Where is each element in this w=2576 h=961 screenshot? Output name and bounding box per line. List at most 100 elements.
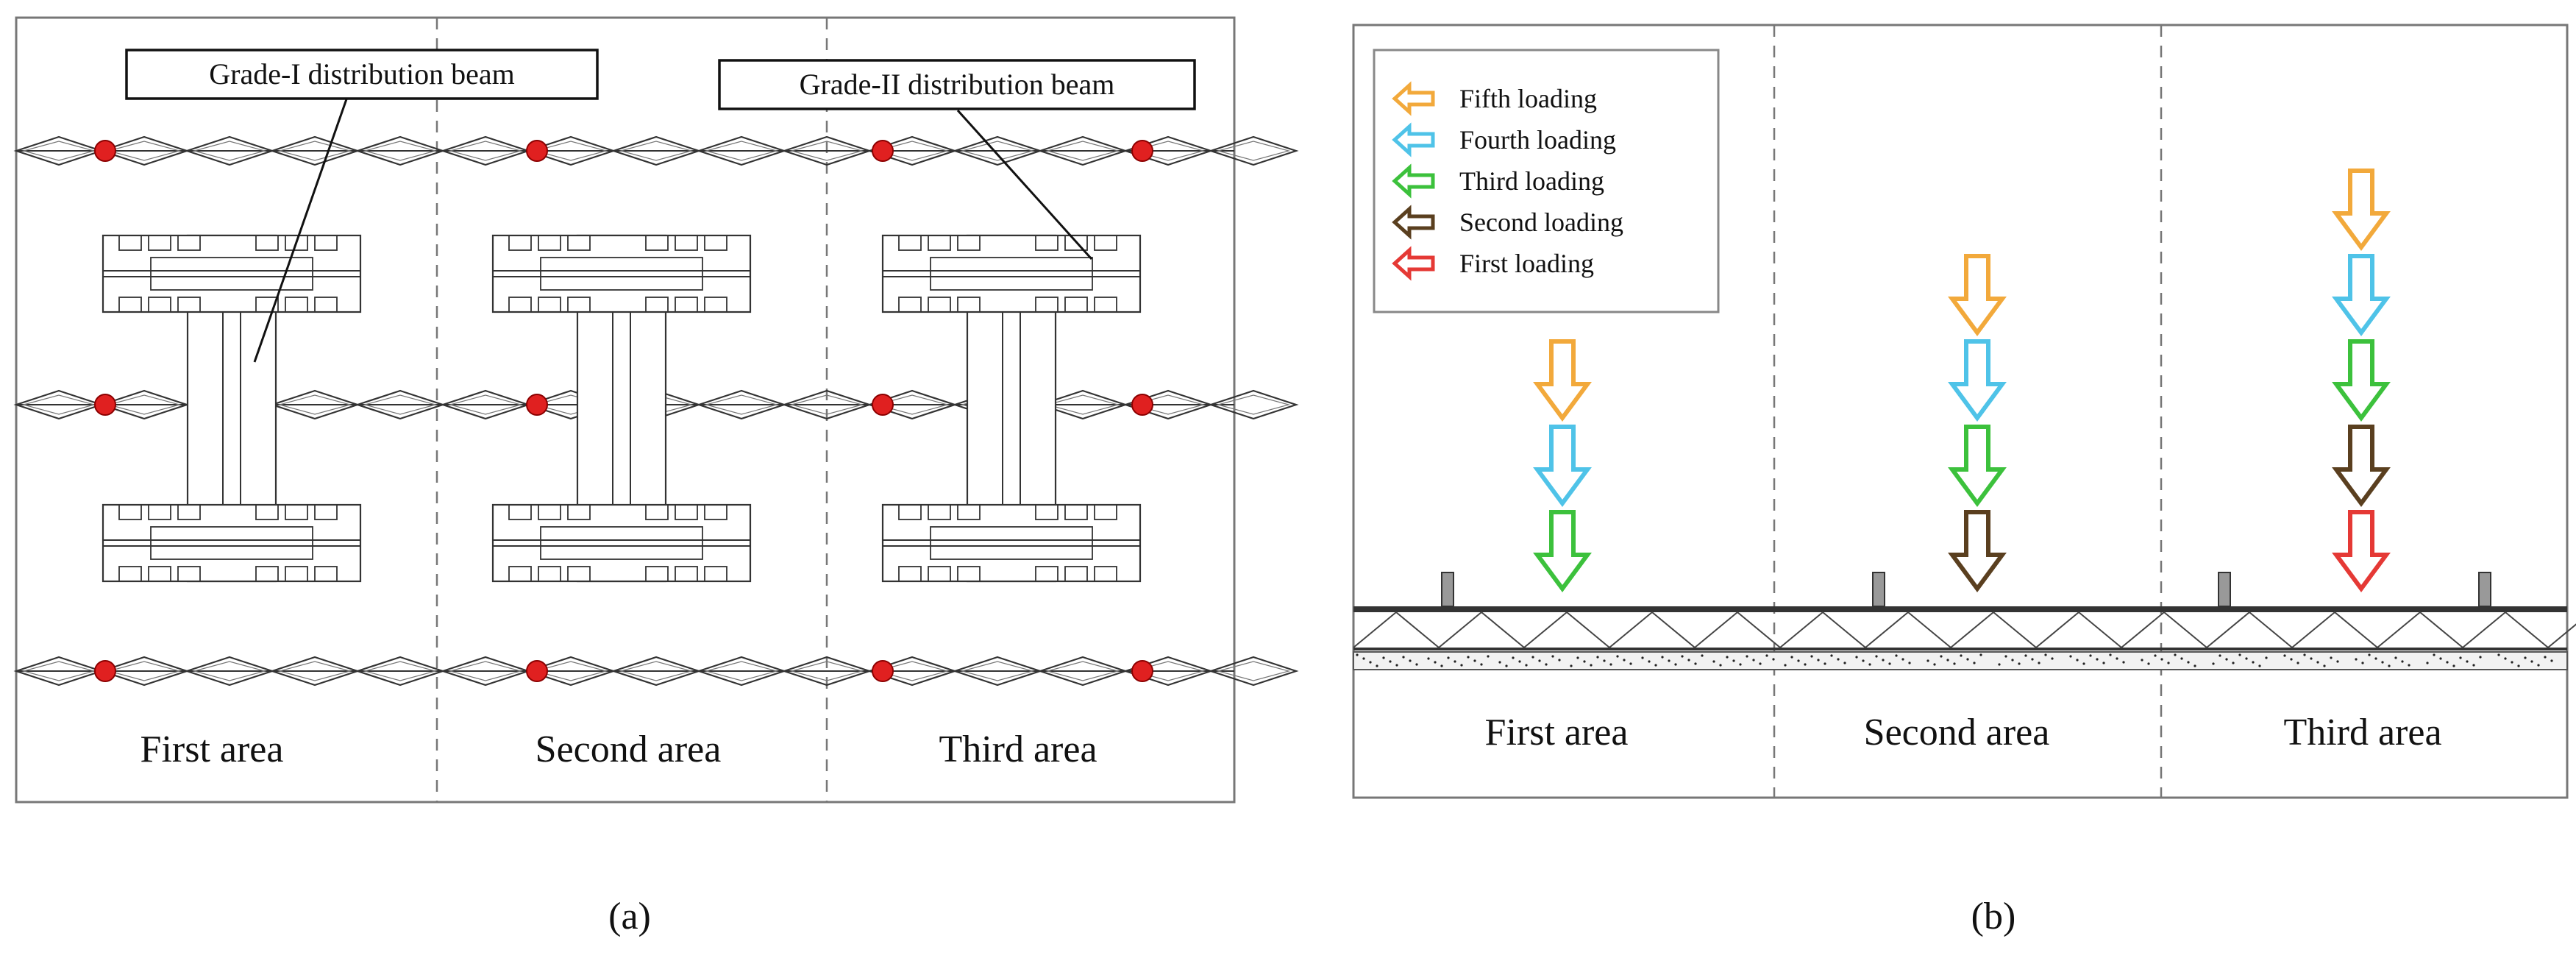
distribution-beam-assembly	[881, 234, 1142, 583]
support-node	[1131, 394, 1153, 416]
truss-diamond	[1208, 135, 1299, 166]
truss-deck	[1353, 572, 2576, 670]
panel-a-area-label-2: Second area	[536, 728, 722, 770]
legend-arrow-icon	[1392, 81, 1435, 116]
grade2-beam	[491, 234, 752, 313]
truss-triangle	[1438, 611, 1525, 648]
truss-triangle	[2547, 623, 2576, 648]
grade2-beam	[102, 234, 362, 313]
support-node	[1131, 140, 1153, 162]
load-arrow	[1948, 339, 2007, 422]
loading-arrows	[1533, 169, 2391, 593]
grade1-callout-box	[125, 49, 599, 100]
truss-triangle	[1694, 611, 1781, 648]
deck-truss-web	[1353, 611, 2576, 667]
truss-triangle	[1609, 611, 1696, 648]
grade2-beam	[491, 503, 752, 583]
panel-b-area-label-1: First area	[1485, 712, 1629, 753]
grade2-beam	[881, 234, 1142, 313]
loading-stack	[1948, 254, 2007, 593]
load-arrow	[2332, 339, 2391, 422]
legend-arrow-icon	[1392, 122, 1435, 157]
load-arrow	[2332, 510, 2391, 593]
truss-diamond	[1208, 389, 1299, 420]
truss-triangle	[2035, 611, 2122, 648]
support-node	[526, 394, 548, 416]
truss-triangle	[1353, 611, 1440, 648]
support-node	[94, 394, 116, 416]
support-node	[94, 660, 116, 682]
panel-a: Grade-I distribution beam Grade-II distr…	[13, 16, 1299, 937]
deck-post	[2478, 572, 2491, 607]
load-arrow	[2332, 169, 2391, 252]
load-arrow	[1533, 339, 1592, 422]
panel-b-area-label-2: Second area	[1864, 712, 2050, 753]
truss-triangle	[2462, 611, 2549, 648]
panel-b-caption: (b)	[1971, 896, 2016, 937]
legend-arrow-icon	[1392, 205, 1435, 240]
legend-item: Second loading	[1392, 205, 1623, 240]
truss-triangle	[1950, 611, 2037, 648]
load-arrow	[1533, 425, 1592, 508]
truss-row	[13, 656, 1299, 687]
legend-item: Fifth loading	[1392, 81, 1597, 116]
legend-label: First loading	[1459, 249, 1594, 278]
legend-label: Fifth loading	[1459, 84, 1597, 113]
truss-diamond	[1208, 656, 1299, 687]
support-nodes	[94, 140, 1153, 682]
deck-posts	[1441, 572, 2491, 607]
panel-a-frame	[15, 16, 1236, 804]
legend-label: Fourth loading	[1459, 125, 1616, 155]
deck-slab	[1353, 651, 2568, 670]
load-arrow	[2332, 425, 2391, 508]
legend-item: Third loading	[1392, 163, 1604, 199]
support-node	[526, 660, 548, 682]
support-node	[526, 140, 548, 162]
deck-post	[1441, 572, 1454, 607]
grade1-callout-label: Grade-I distribution beam	[209, 57, 514, 91]
deck-post	[2218, 572, 2231, 607]
loading-stack	[2332, 169, 2391, 593]
support-node	[872, 140, 894, 162]
panel-b-frame	[1352, 24, 2569, 799]
truss-triangle	[2121, 611, 2207, 648]
support-node	[1131, 660, 1153, 682]
distribution-beam-assembly	[102, 234, 362, 583]
load-arrow	[1948, 510, 2007, 593]
grade2-leader-line	[956, 109, 1093, 260]
legend-item: First loading	[1392, 246, 1594, 281]
panel-a-area-label-1: First area	[140, 728, 284, 770]
truss-triangle	[2206, 611, 2293, 648]
distribution-beams	[102, 234, 1142, 583]
grade2-beam	[881, 503, 1142, 583]
truss-triangle	[1865, 611, 1951, 648]
distribution-beam-assembly	[491, 234, 752, 583]
legend-arrow-icon	[1392, 246, 1435, 281]
truss-row	[13, 135, 1299, 166]
support-node	[872, 394, 894, 416]
truss-triangle	[1779, 611, 1866, 648]
truss-triangle	[2377, 611, 2463, 648]
truss-triangle	[1523, 611, 1610, 648]
load-arrow	[1948, 254, 2007, 337]
panel-b-area-label-3: Third area	[2283, 712, 2441, 753]
support-node	[872, 660, 894, 682]
legend-label: Second loading	[1459, 208, 1623, 237]
grade2-beam	[102, 503, 362, 583]
loading-stack	[1533, 339, 1592, 593]
panel-a-caption: (a)	[608, 896, 651, 937]
grade1-leader-line	[253, 96, 349, 363]
load-arrow	[1533, 510, 1592, 593]
deck-bottom-chord	[1353, 648, 2567, 650]
panel-a-area-label-3: Third area	[939, 728, 1097, 770]
legend-arrow-icon	[1392, 163, 1435, 199]
grade2-callout-label: Grade-II distribution beam	[800, 68, 1115, 101]
deck-post	[1872, 572, 1885, 607]
legend-label: Third loading	[1459, 166, 1604, 196]
deck-top-chord	[1353, 606, 2567, 612]
load-arrow	[2332, 254, 2391, 337]
load-arrow	[1948, 425, 2007, 508]
